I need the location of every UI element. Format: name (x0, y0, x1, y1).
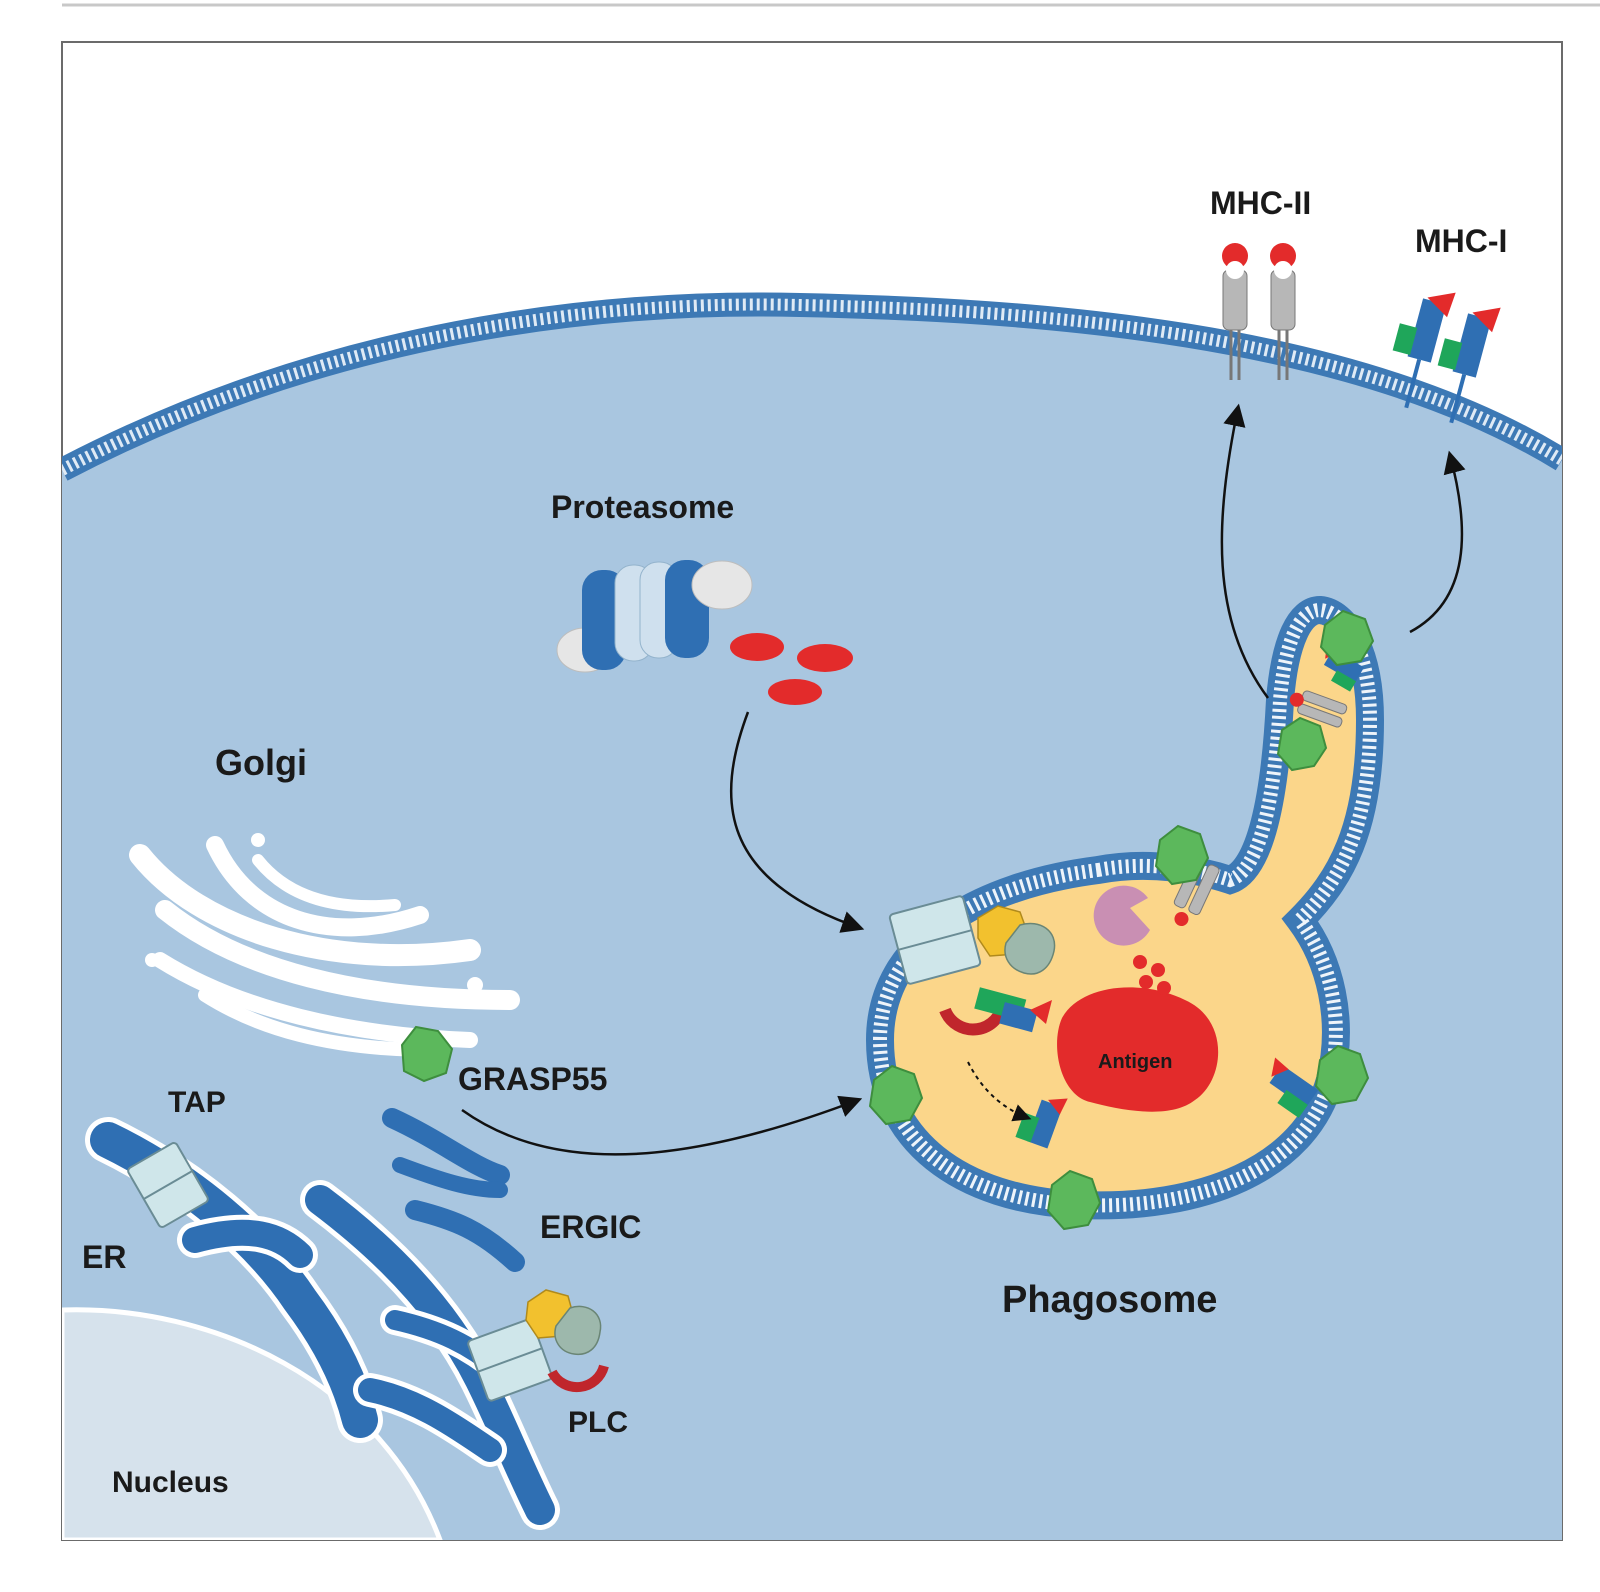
golgi-apparatus (129, 836, 520, 1057)
mhc-i-phagosome-1 (1015, 1098, 1068, 1149)
label-tap: TAP (168, 1086, 226, 1119)
cytoplasm (62, 304, 1562, 1540)
nucleus (62, 1307, 443, 1540)
label-plc: PLC (568, 1406, 628, 1439)
label-proteasome: Proteasome (551, 489, 734, 525)
peptide-loading-complex-phagosome (888, 895, 1056, 1036)
plasma-membrane-core (62, 298, 1562, 476)
label-ergic: ERGIC (540, 1209, 641, 1245)
label-antigen: Antigen (1098, 1051, 1172, 1073)
proteasome (556, 560, 753, 673)
label-phagosome: Phagosome (1002, 1279, 1217, 1321)
transport-arrows (461, 403, 1466, 1156)
protease (1093, 885, 1150, 946)
label-mhc-ii: MHC-II (1210, 185, 1311, 221)
arrow-to-mhc-ii-surface (1220, 403, 1270, 699)
label-mhc-i: MHC-I (1415, 223, 1507, 259)
label-nucleus: Nucleus (112, 1466, 229, 1499)
mhc-i-surface (1392, 292, 1501, 424)
grasp55-golgi (400, 1025, 454, 1083)
label-golgi: Golgi (215, 742, 307, 783)
mhc-i-phagosome-2 (1269, 1057, 1319, 1118)
grasp55-phagosome (868, 609, 1375, 1231)
peptides (730, 633, 853, 705)
ergic (382, 1108, 525, 1272)
antigen (1057, 987, 1219, 1112)
label-grasp55: GRASP55 (458, 1061, 607, 1097)
arrow-proteasome-to-phagosome (730, 711, 865, 933)
dashed-arrow (967, 1061, 1032, 1122)
mhc-ii-tubule (1289, 690, 1348, 728)
peptides-phagosome (1133, 955, 1171, 995)
mhc-ii-surface (1222, 243, 1296, 380)
arrow-golgi-to-phagosome (461, 1095, 863, 1156)
label-er: ER (82, 1239, 126, 1275)
peptide-loading-complex-er (467, 1289, 609, 1402)
arrow-to-mhc-i-surface (1409, 450, 1466, 634)
tap-transporter (127, 1142, 209, 1228)
